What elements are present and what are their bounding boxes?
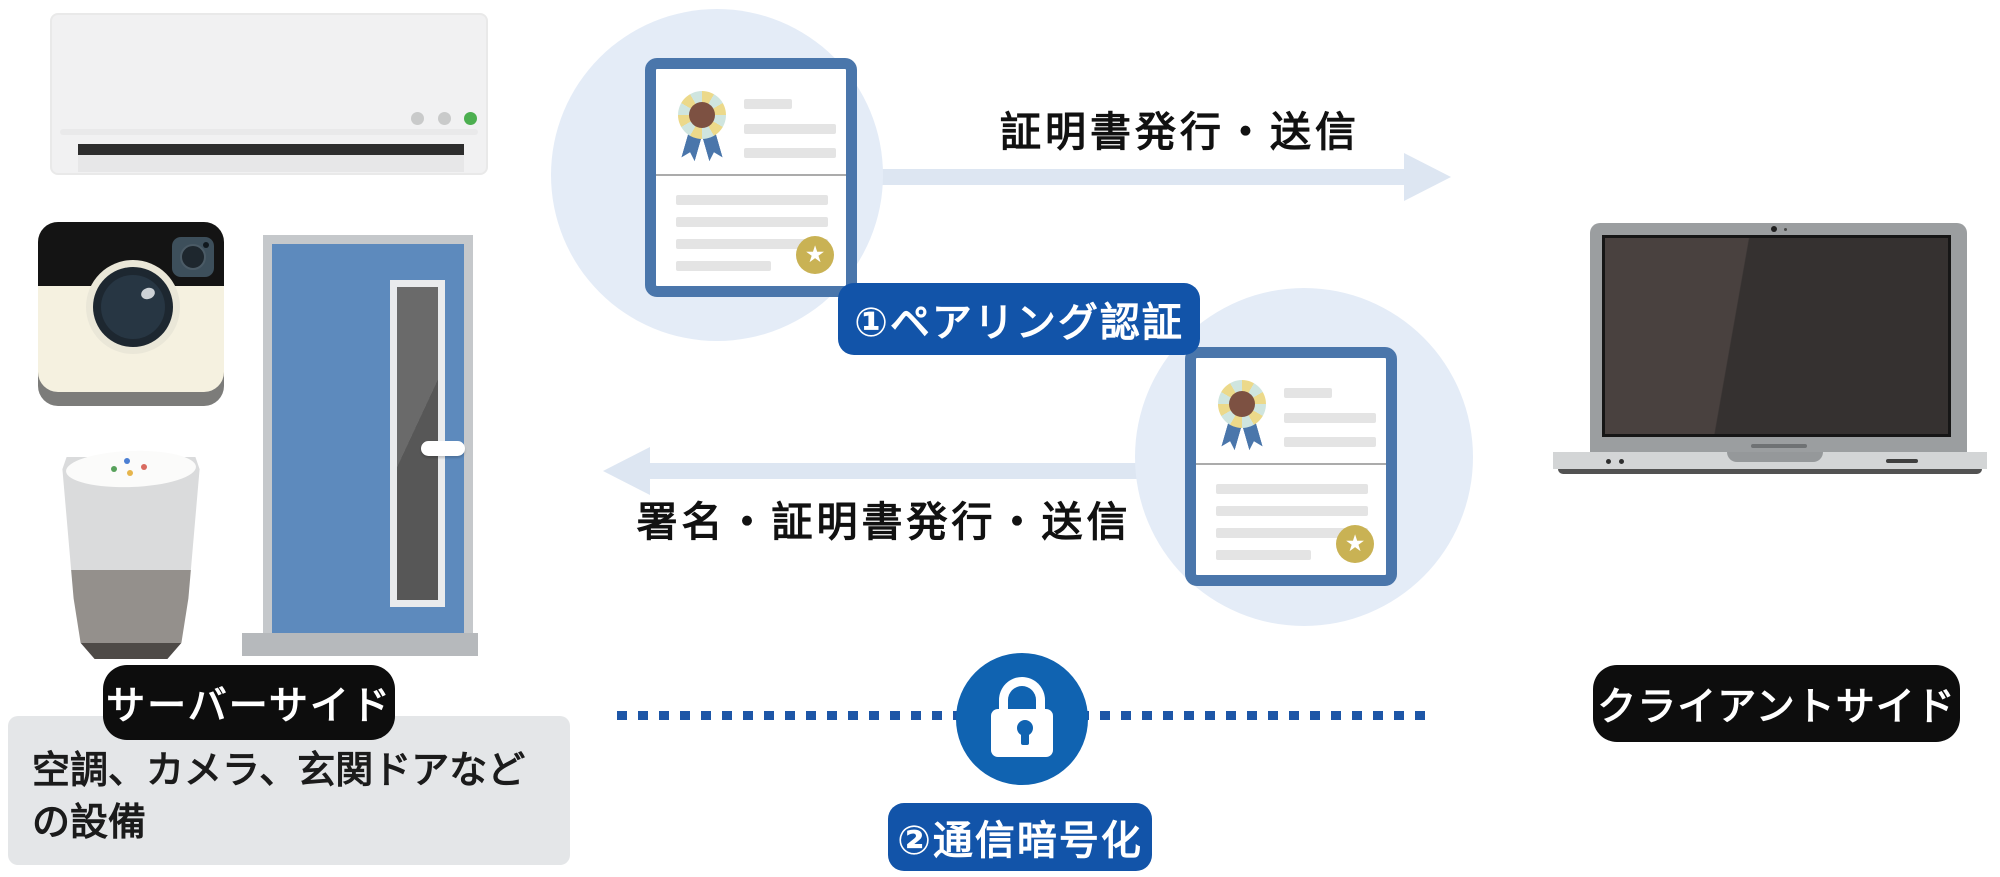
air-conditioner-icon — [50, 13, 488, 175]
laptop-hinge-line — [1751, 444, 1807, 448]
laptop-base-notch — [1727, 452, 1823, 462]
arrow-left-shaft — [649, 463, 1239, 479]
aircon-power-led-green — [464, 112, 477, 125]
security-camera-icon — [38, 222, 224, 406]
client-side-label: クライアントサイド — [1593, 665, 1960, 742]
pairing-auth-badge: ①ペアリング認証 — [838, 283, 1200, 355]
cert-text-line — [1216, 484, 1368, 494]
lock-shackle — [999, 677, 1045, 720]
door-panel — [272, 244, 465, 633]
laptop-webcam-led — [1784, 228, 1787, 231]
cert-text-line — [1216, 506, 1368, 516]
aircon-trim-strip — [60, 129, 478, 135]
ribbon-rosette-icon — [678, 91, 726, 139]
arrow-right-shaft — [790, 169, 1406, 185]
laptop-base-dot — [1606, 459, 1611, 464]
cert-text-line — [676, 195, 828, 205]
rosette-core — [1229, 391, 1255, 417]
camera-lens-icon — [86, 260, 180, 354]
aircon-vent-flap — [78, 155, 464, 172]
seal-star-icon: ★ — [796, 236, 834, 274]
cert-divider — [1196, 463, 1386, 465]
smart-speaker-icon — [61, 448, 201, 659]
server-side-description-box: 空調、カメラ、玄関ドアなど の設備 — [8, 716, 570, 865]
flow-bottom-label: 署名・証明書発行・送信 — [636, 498, 1132, 546]
certificate-icon: ★ — [1185, 347, 1397, 586]
cert-text-line — [744, 99, 792, 109]
cert-text-line — [1284, 388, 1332, 398]
cert-text-line — [676, 217, 828, 227]
flow-top-label: 証明書発行・送信 — [1000, 108, 1360, 156]
encryption-badge: ②通信暗号化 — [888, 803, 1152, 871]
laptop-base-shadow — [1558, 469, 1982, 474]
laptop-icon — [1590, 223, 1967, 453]
cert-divider — [656, 174, 846, 176]
laptop-screen — [1602, 235, 1951, 437]
door-handle — [421, 441, 465, 456]
cert-text-line — [1216, 550, 1311, 560]
lock-keyhole-stem — [1021, 731, 1029, 745]
server-side-description: 空調、カメラ、玄関ドアなど の設備 — [32, 744, 525, 848]
laptop-webcam-dot — [1771, 226, 1777, 232]
aircon-indicator-dot — [411, 112, 424, 125]
speaker-body — [62, 457, 200, 659]
speaker-led-yellow — [127, 470, 133, 476]
speaker-led-green — [111, 466, 117, 472]
server-side-description-line2: の設備 — [32, 800, 147, 844]
cert-text-line — [744, 148, 836, 158]
speaker-led-blue — [124, 458, 130, 464]
arrow-right-icon — [1404, 153, 1451, 201]
ribbon-rosette-icon — [1218, 380, 1266, 428]
camera-viewfinder — [172, 237, 214, 277]
server-side-label: サーバーサイド — [103, 665, 395, 740]
door-threshold — [242, 633, 478, 656]
camera-lens-inner — [101, 275, 165, 339]
lock-body — [991, 709, 1053, 757]
lock-icon — [956, 653, 1088, 785]
cert-text-line — [676, 239, 828, 249]
rosette-core — [689, 102, 715, 128]
laptop-base-vent — [1886, 459, 1918, 463]
aircon-vent-slot — [78, 144, 464, 155]
cert-text-line — [1216, 528, 1368, 538]
door-window — [390, 280, 445, 607]
viewfinder-circle — [180, 244, 206, 270]
speaker-led-red — [141, 464, 147, 470]
entrance-door-icon — [263, 235, 473, 633]
cert-text-line — [676, 261, 771, 271]
cert-text-line — [1284, 437, 1376, 447]
certificate-icon: ★ — [645, 58, 857, 297]
server-side-description-line1: 空調、カメラ、玄関ドアなど — [32, 748, 526, 792]
cert-text-line — [744, 124, 836, 134]
aircon-indicator-dot — [438, 112, 451, 125]
cert-text-line — [1284, 413, 1376, 423]
laptop-base-dot — [1619, 459, 1624, 464]
arrow-left-icon — [603, 447, 650, 495]
seal-star-icon: ★ — [1336, 525, 1374, 563]
viewfinder-dot — [203, 242, 209, 248]
